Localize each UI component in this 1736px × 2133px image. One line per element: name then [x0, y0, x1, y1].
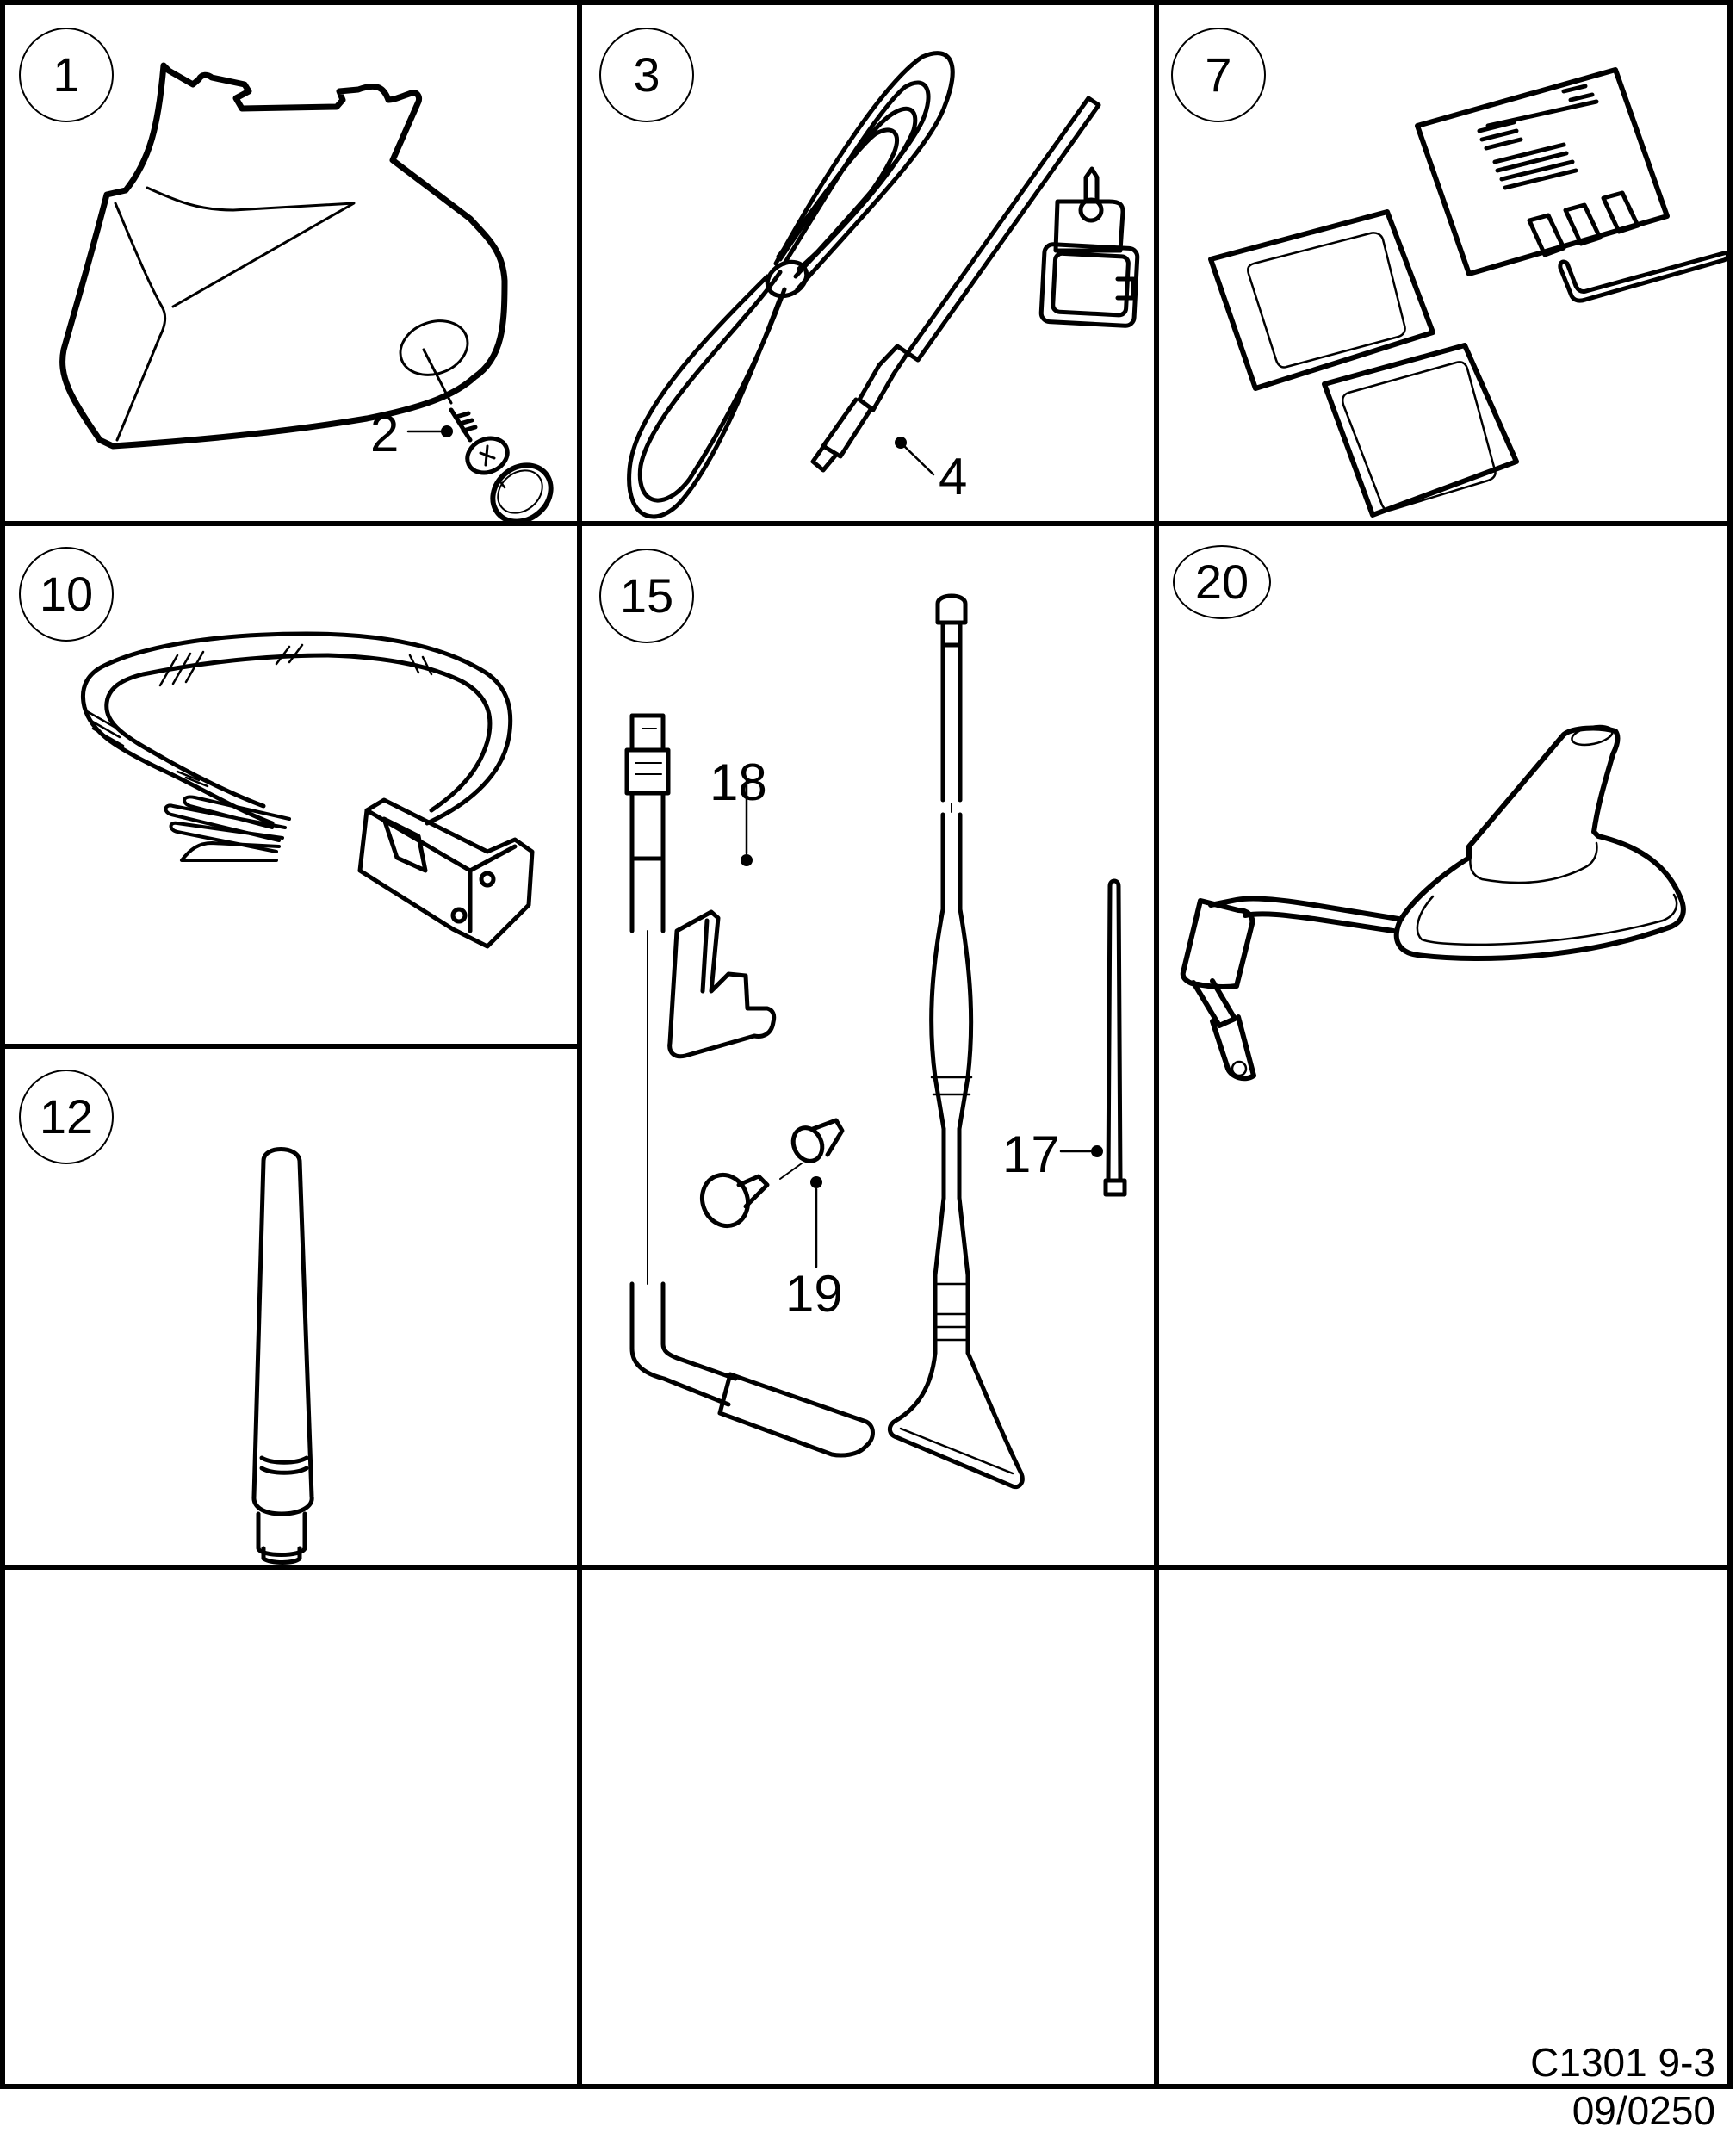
- callout-label-4: 4: [939, 448, 968, 505]
- stub-antenna-illustration: [251, 1147, 314, 1565]
- item-number-badge: 20: [1173, 545, 1271, 619]
- item-number: 7: [1205, 47, 1232, 102]
- item-number: 12: [39, 1089, 94, 1144]
- item-number-badge: 7: [1171, 28, 1266, 122]
- cell-item-3: 3: [582, 5, 1154, 521]
- callout-label-17: 17: [1002, 1125, 1060, 1183]
- item-number-badge: 15: [599, 549, 694, 643]
- callout-label-18: 18: [710, 753, 767, 811]
- callout-label-19: 19: [785, 1265, 843, 1323]
- cell-item-10: 10: [5, 526, 577, 1044]
- cell-item-12: 12: [5, 1049, 577, 1565]
- item-number-badge: 10: [19, 547, 114, 642]
- roof-fin-antenna-illustration: [1180, 724, 1686, 1082]
- item-number: 20: [1194, 555, 1249, 609]
- empty-cell-3: [1159, 1570, 1727, 2084]
- item-number: 15: [619, 568, 674, 623]
- cell-item-7: 7: [1159, 5, 1730, 521]
- empty-cell-2: [582, 1570, 1154, 2084]
- revision-code: 09/0250: [1572, 2088, 1715, 2133]
- cell-item-1: 1 2: [5, 5, 577, 524]
- empty-cell-1: [5, 1570, 577, 2084]
- cell-item-15: 15: [582, 526, 1154, 1565]
- item-number: 3: [633, 47, 660, 102]
- item-number: 1: [53, 47, 80, 102]
- adhesive-pads-illustration: [1208, 67, 1730, 518]
- glass-mount-antenna-kit-illustration: [624, 593, 1127, 1490]
- item-number-badge: 3: [599, 28, 694, 122]
- item-number-badge: 12: [19, 1070, 114, 1164]
- mirror-cover-illustration: [59, 62, 554, 524]
- cell-item-20: 20: [1159, 526, 1727, 1565]
- wiring-harness-illustration: [81, 631, 535, 949]
- item-number: 10: [39, 567, 94, 621]
- callout-label-2: 2: [370, 405, 400, 462]
- catalog-code: C1301 9-3: [1530, 2040, 1715, 2085]
- item-number-badge: 1: [19, 28, 114, 122]
- antenna-cable-kit-illustration: [627, 51, 1140, 519]
